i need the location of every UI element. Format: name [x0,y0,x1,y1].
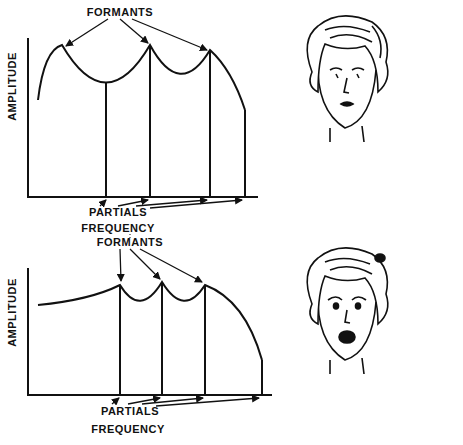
axis-label: FREQUENCY [81,223,155,234]
axis-label: AMPLITUDE [7,52,18,121]
leader-lines [112,249,259,406]
axis-label: AMPLITUDE [7,278,18,347]
spectrum-curve [38,282,262,360]
axes [28,268,272,395]
formants-label: FORMANTS [97,237,163,248]
partials-label: PARTIALS [101,406,159,417]
axis-label: FREQUENCY [91,424,165,435]
formants-label: FORMANTS [87,7,153,18]
partials-label: PARTIALS [89,207,147,218]
axes [28,38,258,197]
partial-lines [120,282,262,395]
face-closed-mouth [307,16,388,142]
face-open-mouth [307,248,388,374]
spectrum-curve [38,45,245,110]
partial-lines [106,45,245,197]
leader-lines [66,19,242,208]
